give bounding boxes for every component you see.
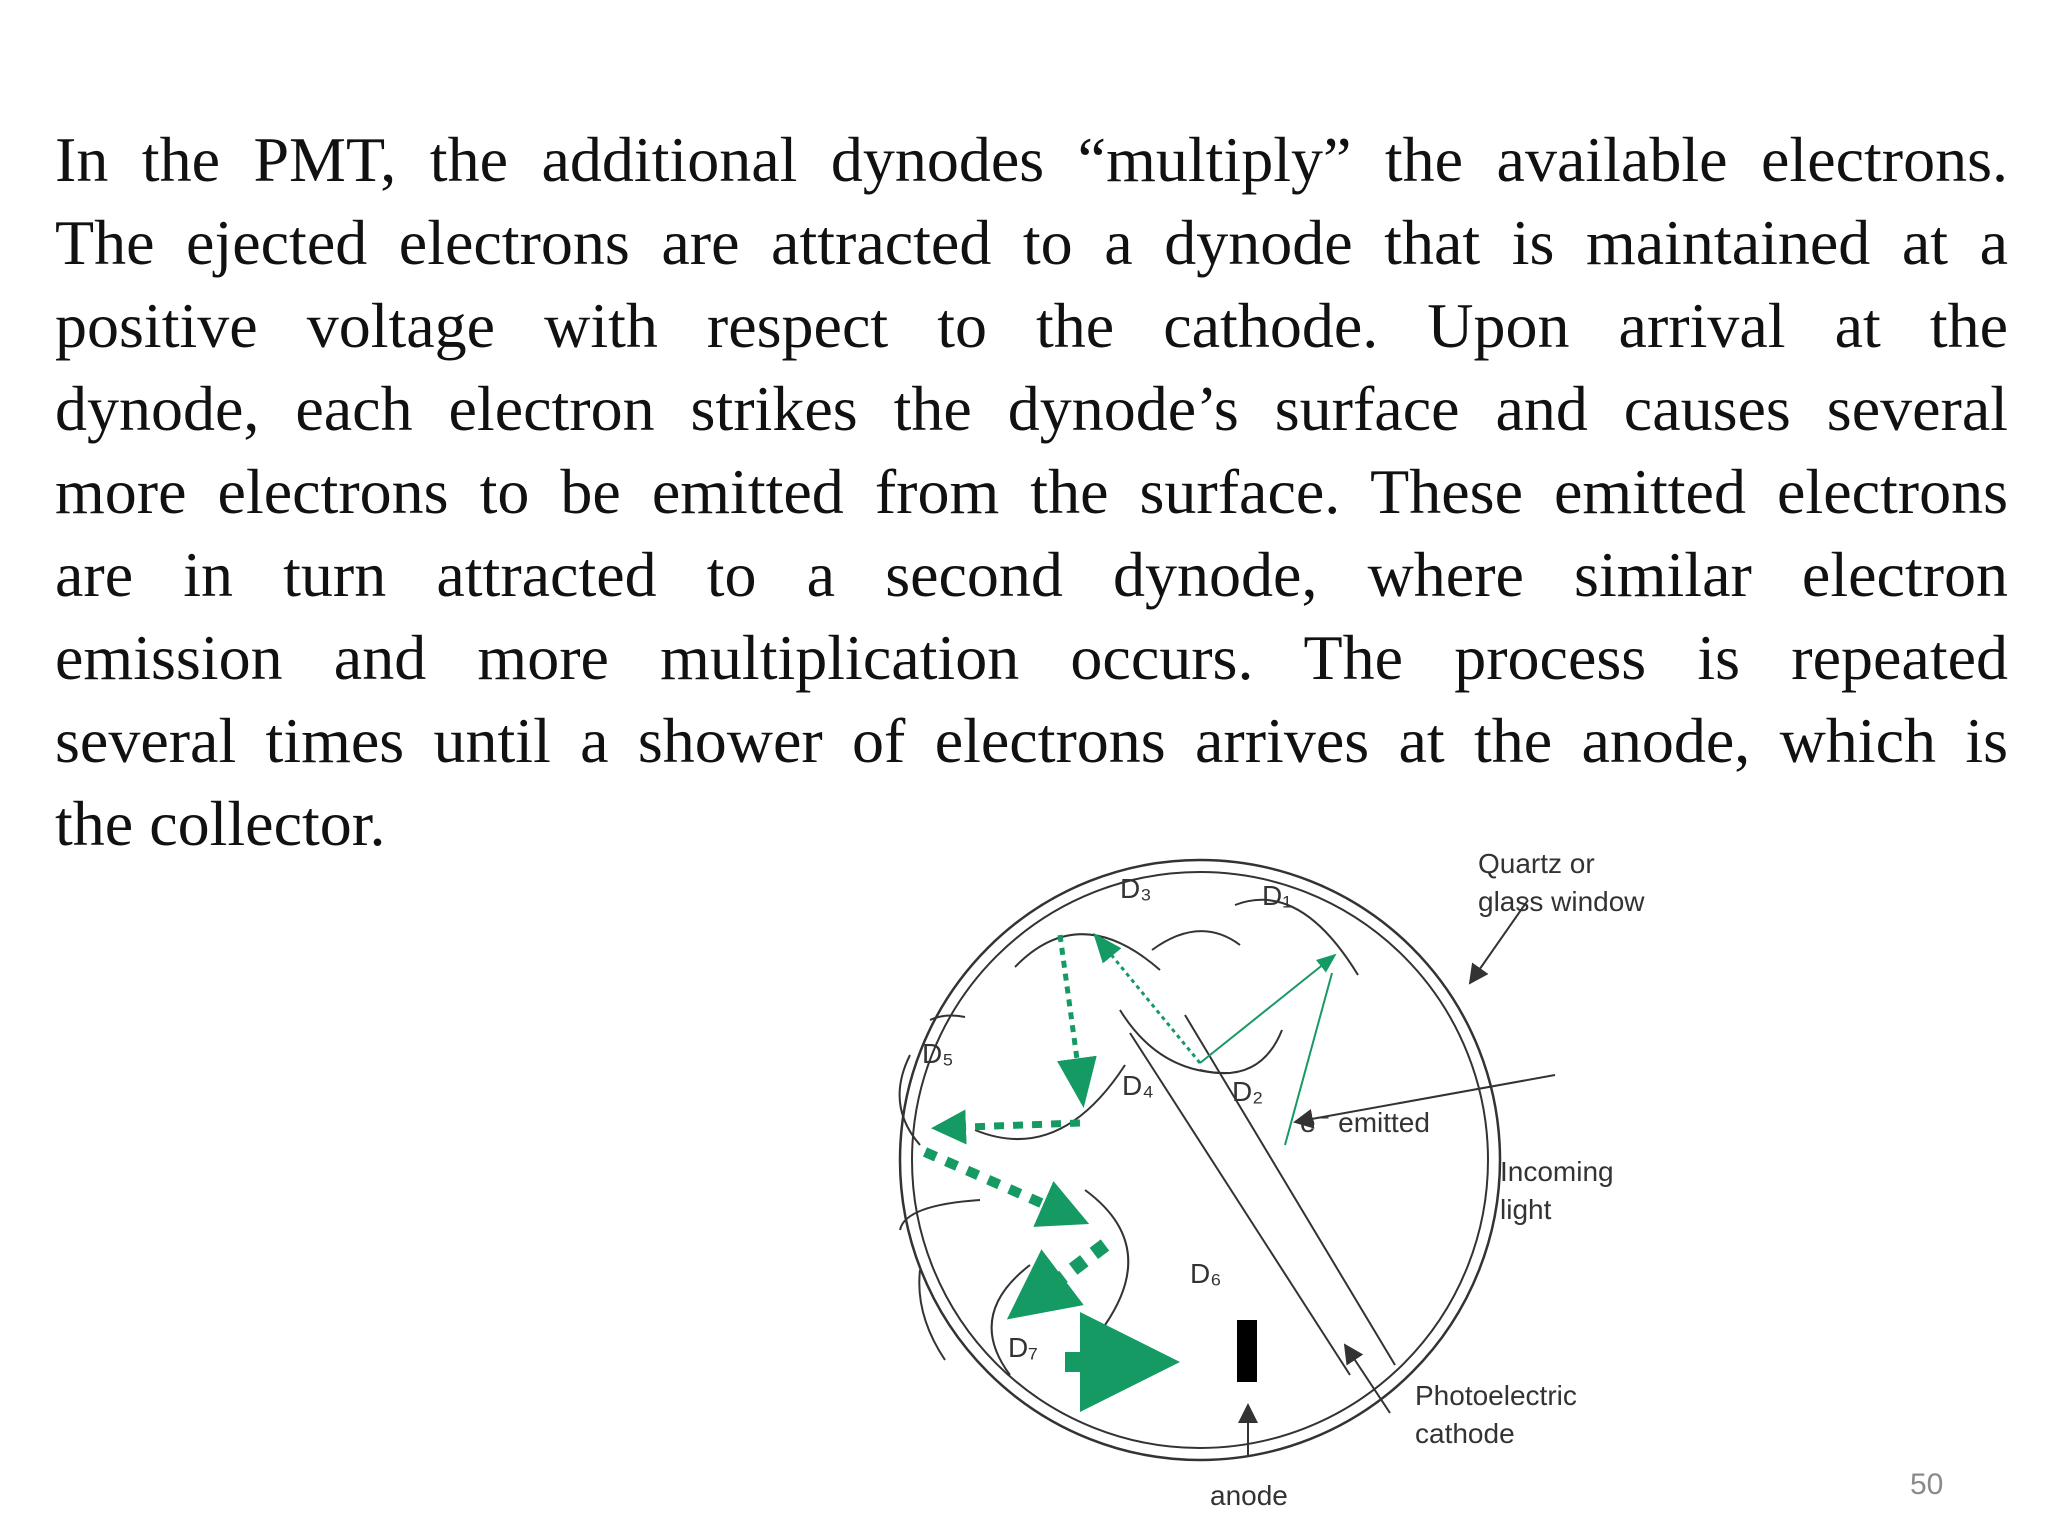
anode-plate xyxy=(1237,1320,1257,1382)
label-anode: anode xyxy=(1210,1480,1288,1511)
electron-paths-thick xyxy=(922,934,1180,1412)
paragraph-line: The ejected electrons are attracted to a… xyxy=(55,207,2008,278)
label-d6: D₆ xyxy=(1190,1258,1222,1289)
label-window-line1: Quartz or xyxy=(1478,848,1595,879)
paragraph-line: positive voltage with respect to the cat… xyxy=(55,290,2008,361)
label-d3: D₃ xyxy=(1120,873,1152,904)
label-d5: D₅ xyxy=(922,1038,954,1069)
label-d2: D₂ xyxy=(1232,1076,1263,1107)
label-emitted: e⁻ emitted xyxy=(1300,1107,1430,1138)
label-light-line2: light xyxy=(1500,1194,1552,1225)
label-cathode-line1: Photoelectric xyxy=(1415,1380,1577,1411)
paragraph-line: more electrons to be emitted from the su… xyxy=(55,456,2008,527)
paragraph-line: emission and more multiplication occurs.… xyxy=(55,622,2008,693)
label-window-line2: glass window xyxy=(1478,886,1645,917)
dynodes xyxy=(898,898,1359,1376)
pmt-diagram: D₃ D₁ D₅ D₄ D₂ D₆ D₇ e⁻ emitted Quartz o… xyxy=(870,845,1720,1525)
paragraph-line: are in turn attracted to a second dynode… xyxy=(55,539,2008,610)
label-d4: D₄ xyxy=(1122,1070,1154,1101)
photocathode xyxy=(1129,1014,1396,1376)
paragraph-line: dynode, each electron strikes the dynode… xyxy=(55,373,2008,444)
pointer-arrows xyxy=(1238,899,1556,1457)
label-light-line1: Incoming xyxy=(1500,1156,1614,1187)
label-d1: D₁ xyxy=(1262,880,1292,911)
label-cathode-line2: cathode xyxy=(1415,1418,1515,1449)
paragraph-line: several times until a shower of electron… xyxy=(55,705,2008,776)
body-paragraph: In the PMT, the additional dynodes “mult… xyxy=(55,118,2008,865)
tube-envelope xyxy=(898,858,1502,1462)
paragraph-line: the collector. xyxy=(55,788,386,859)
electron-paths-thin xyxy=(1093,932,1337,1146)
paragraph-line: In the PMT, the additional dynodes “mult… xyxy=(55,124,2008,195)
page-number: 50 xyxy=(1910,1468,1944,1501)
label-d7: D₇ xyxy=(1008,1332,1038,1363)
